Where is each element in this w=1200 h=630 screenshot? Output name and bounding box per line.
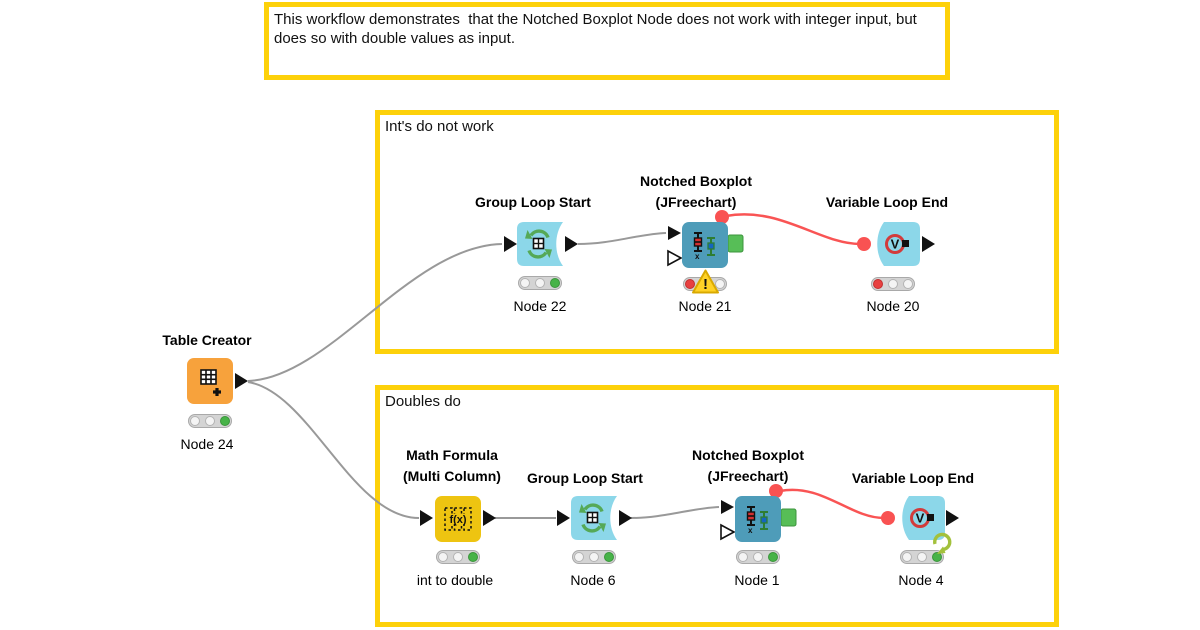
node-boxplot1[interactable]: x [735, 496, 781, 542]
workflow-annotation-text: This workflow demonstrates that the Notc… [274, 11, 922, 47]
node-title-boxplot21: Notched Boxplot (JFreechart) [640, 173, 752, 210]
status-light-mathformula [436, 550, 480, 564]
node-label-grouploopstart6: Node 6 [570, 572, 616, 588]
node-label-grouploopstart22: Node 22 [513, 298, 567, 314]
node-tablecreator[interactable] [187, 358, 233, 404]
node-title-variableloopend4: Variable Loop End [851, 470, 975, 486]
node-label-variableloopend4: Node 4 [898, 572, 944, 588]
variable-loop-end-icon: V [885, 234, 909, 254]
node-boxplot21[interactable]: x [682, 222, 728, 268]
group-box-ints-label: Int's do not work [385, 118, 494, 135]
node-title-tablecreator: Table Creator [162, 332, 252, 348]
status-light-variableloopend20 [871, 277, 915, 291]
group-box-doubles-label: Doubles do [385, 393, 461, 410]
svg-text:f(x): f(x) [449, 514, 466, 526]
loop-end-body [902, 496, 945, 540]
group-loop-icon [525, 229, 552, 259]
node-title-boxplot1: Notched Boxplot (JFreechart) [692, 447, 804, 484]
node-label-variableloopend20: Node 20 [866, 298, 920, 314]
table-create-icon [200, 369, 221, 396]
svg-text:V: V [916, 511, 925, 526]
group-loop-icon [579, 503, 606, 533]
workflow-annotation[interactable]: This workflow demonstrates that the Notc… [264, 2, 950, 80]
node-title-grouploopstart6: Group Loop Start [527, 470, 643, 486]
node-label-mathformula: int to double [416, 572, 494, 588]
variable-loop-end-icon: V [910, 508, 934, 528]
node-grouploopstart22[interactable] [517, 222, 563, 266]
node-label-boxplot1: Node 1 [734, 572, 780, 588]
node-variableloopend20[interactable]: V [874, 222, 920, 266]
node-grouploopstart6[interactable] [571, 496, 617, 540]
status-light-boxplot1 [736, 550, 780, 564]
node-mathformula[interactable]: f(x) [435, 496, 481, 542]
status-light-grouploopstart6 [572, 550, 616, 564]
svg-text:!: ! [703, 276, 708, 293]
status-light-variableloopend4 [900, 550, 944, 564]
node-label-tablecreator: Node 24 [180, 436, 234, 452]
math-formula-icon: f(x) [444, 507, 472, 531]
output-port-tablecreator[interactable] [235, 373, 248, 389]
loop-end-body [877, 222, 920, 266]
boxplot-icon: x [746, 506, 768, 534]
status-light-grouploopstart22 [518, 276, 562, 290]
svg-text:V: V [891, 237, 900, 252]
node-title-mathformula: Math Formula (Multi Column) [403, 447, 501, 484]
loop-reset-icon [933, 532, 952, 554]
node-variableloopend4[interactable]: V [899, 496, 945, 540]
boxplot-icon: x [693, 232, 715, 260]
status-light-tablecreator [188, 414, 232, 428]
svg-text:x: x [748, 526, 753, 534]
node-title-variableloopend20: Variable Loop End [825, 194, 949, 210]
svg-text:x: x [695, 252, 700, 260]
node-label-boxplot21: Node 21 [678, 298, 732, 314]
warning-icon: ! [692, 269, 719, 294]
node-title-grouploopstart22: Group Loop Start [475, 194, 591, 210]
